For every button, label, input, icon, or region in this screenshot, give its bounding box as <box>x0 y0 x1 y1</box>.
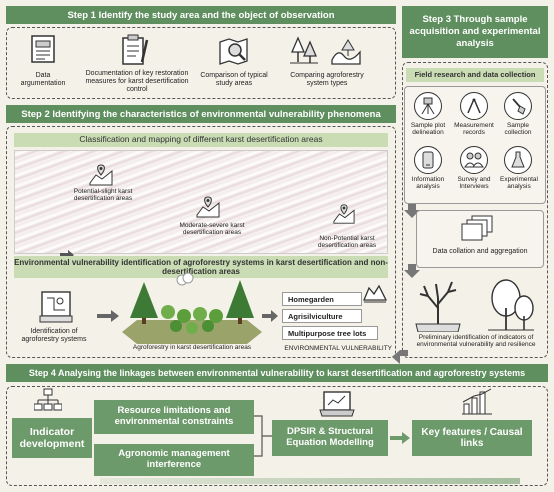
type-multipurpose: Multipurpose tree lots <box>282 326 378 340</box>
bracket-connector <box>254 415 272 457</box>
step1-item-3: Comparison of typical study areas <box>200 72 268 88</box>
type-agrisilviculture: Agrisilviculture <box>282 309 362 323</box>
preliminary-label: Preliminary identification of indicators… <box>416 334 536 349</box>
identification-bar: Environmental vulnerability identificati… <box>14 256 388 278</box>
step1-box <box>6 27 396 99</box>
method-label-1: Sample plot delineation <box>410 122 446 137</box>
arrow-down-icon <box>404 204 420 218</box>
dpsir-box: DPSIR & Structural Equation Modelling <box>272 420 388 456</box>
method-label-2: Measurement records <box>454 122 494 137</box>
arrow-down-icon <box>404 264 420 278</box>
method-label-5: Survey and Interviews <box>457 176 491 191</box>
compass-icon <box>467 98 481 114</box>
map-pin-icon <box>333 204 355 224</box>
people-icon <box>464 152 484 168</box>
method-circle-3 <box>504 92 532 120</box>
method-label-4: Information analysis <box>411 176 445 191</box>
field-bar: Field research and data collection <box>406 68 544 82</box>
step2-box <box>6 126 396 358</box>
laptop-chart-icon <box>319 391 355 417</box>
arrow-right-icon <box>390 432 410 444</box>
forest-label: Agroforestry in karst desertification ar… <box>132 344 252 351</box>
clipboard-icon <box>122 34 149 65</box>
arrow-down-left-icon <box>392 350 408 364</box>
method-label-3: Sample collection <box>504 122 532 137</box>
arrow-right-icon <box>97 310 119 322</box>
bar-chart-icon <box>462 388 492 415</box>
phone-icon <box>422 151 434 169</box>
agroforestry-illustration <box>122 272 262 344</box>
method-circle-5 <box>460 146 488 174</box>
map-label-2: Moderate-severe karst desertification ar… <box>179 222 245 237</box>
indicator-box: Indicator development <box>12 418 92 458</box>
arrow-right-icon <box>262 310 278 322</box>
key-features-box: Key features / Causal links <box>412 420 532 456</box>
map-pin-icon <box>89 164 113 186</box>
step1-banner: Step 1 Identify the study area and the o… <box>6 6 396 24</box>
step4-banner: Step 4 Analysing the linkages between en… <box>6 364 548 382</box>
landscape-icon <box>331 39 361 65</box>
magnifier-map-icon <box>219 38 248 65</box>
method-circle-2 <box>460 92 488 120</box>
step3-banner: Step 3 Through sample acquisition and ex… <box>402 6 548 58</box>
step2-banner: Step 2 Identifying the characteristics o… <box>6 105 396 123</box>
map-label-3: Non-Potential karst desertification area… <box>317 235 377 250</box>
flask-icon <box>511 151 525 168</box>
progress-arrow <box>100 478 520 484</box>
blueprint-icon <box>39 291 73 323</box>
healthy-tree-icon <box>488 279 534 331</box>
method-label-6: Experimental analysis <box>500 176 538 191</box>
map-pin-icon <box>196 196 220 218</box>
agronomic-box: Agronomic management interference <box>94 444 254 476</box>
type-homegarden: Homegarden <box>282 292 362 306</box>
step3-box <box>402 62 548 358</box>
vulnerability-label: ENVIRONMENTAL VULNERABILITY <box>284 345 392 352</box>
dead-tree-icon <box>415 281 461 332</box>
stacked-cards-icon <box>461 215 493 241</box>
map-label-1: Potential-slight karst desertification a… <box>73 188 133 203</box>
step1-item-2: Documentation of key restoration measure… <box>85 70 189 94</box>
identification-label: Identification of agroforestry systems <box>21 328 87 344</box>
classification-bar: Classification and mapping of different … <box>14 133 388 147</box>
method-circle-6 <box>504 146 532 174</box>
hierarchy-icon <box>34 388 62 411</box>
rock-terrain-icon <box>363 284 388 303</box>
karst-map <box>14 150 388 254</box>
collation-label: Data collation and aggregation <box>432 248 528 255</box>
trees-icon <box>290 36 318 64</box>
step1-item-1: Data argumentation <box>20 72 66 88</box>
theodolite-icon <box>421 97 435 115</box>
shovel-icon <box>512 98 526 115</box>
step1-item-4: Comparing agroforestry system types <box>290 72 364 88</box>
method-circle-1 <box>414 92 442 120</box>
document-icon <box>31 35 55 63</box>
step4-box <box>6 386 548 486</box>
resource-box: Resource limitations and environmental c… <box>94 400 254 434</box>
